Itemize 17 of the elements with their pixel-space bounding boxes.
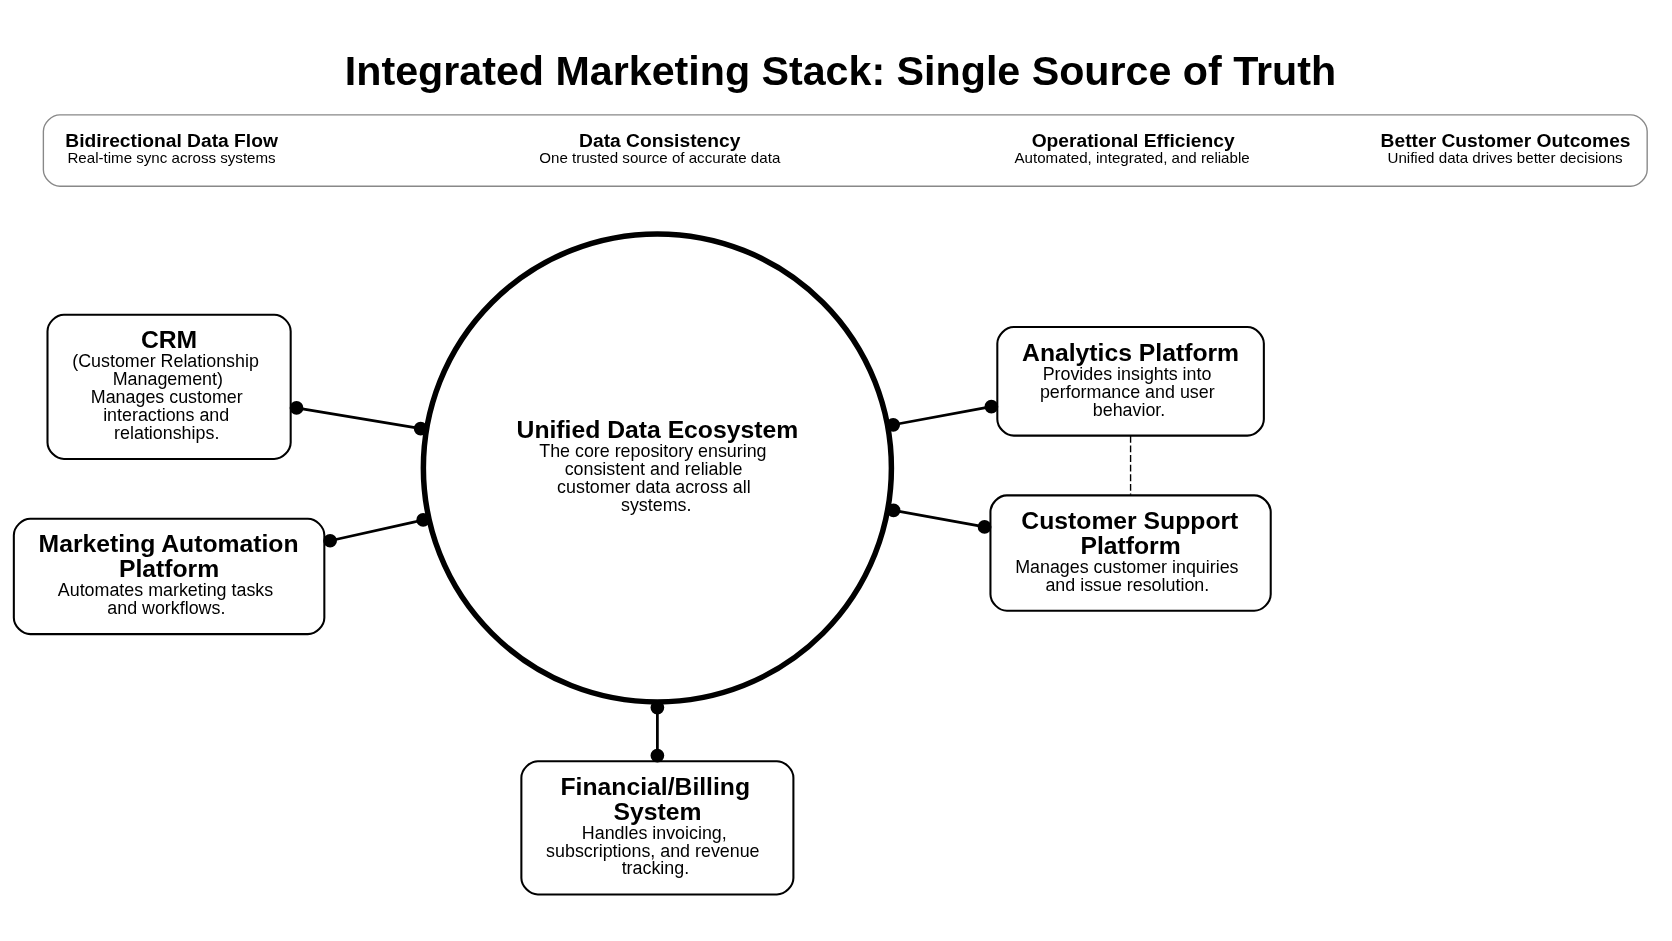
node-text: Better Customer Outcomes Unified data drives better decisions (1380, 129, 1631, 166)
connector (289, 400, 428, 435)
node-circle: Unified Data Ecosystem The core repository ensuring consistent and reliable customer data across all systems. (420, 230, 895, 705)
connector (323, 512, 431, 548)
node-box: Analytics Platform Provides insights into performance and user behavior. (996, 325, 1265, 437)
node-text: Data Consistency One trusted source of accurate data (539, 129, 781, 166)
connector (1129, 434, 1132, 495)
node-text: Operational Efficiency Automated, integrated, and reliable (1014, 129, 1250, 166)
connector (886, 503, 992, 534)
node-box: Customer Support Platform Manages customer inquiries and issue resolution. (989, 493, 1272, 612)
connector (886, 399, 999, 432)
node-text: Bidirectional Data Flow Real-time sync across systems (65, 129, 278, 166)
node-box: CRM (Customer Relationship Management) Manages customer interactions and relationships. (46, 313, 292, 460)
cluster (42, 113, 1648, 187)
node-box: Financial/Billing System Handles invoicing, subscriptions, and revenue tracking. (520, 759, 795, 896)
node-box: Marketing Automation Platform Automates marketing tasks and workflows. (12, 517, 326, 635)
diagram-title: Integrated Marketing Stack: Single Source of Truth (344, 47, 1337, 94)
